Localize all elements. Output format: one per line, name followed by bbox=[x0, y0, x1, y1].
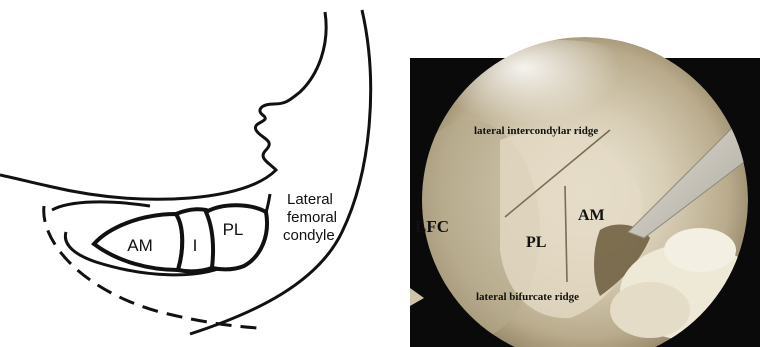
pl-bundle-label: PL bbox=[223, 220, 244, 239]
condyle-label-line3: condyle bbox=[283, 227, 335, 244]
intercondylar-ridge-label: lateral intercondylar ridge bbox=[474, 125, 598, 137]
lfc-label: LFC bbox=[415, 217, 449, 236]
schematic-drawing: AM I PL Lateral femoral condyle bbox=[0, 10, 371, 334]
condyle-label-line2: femoral bbox=[287, 209, 337, 226]
condyle-label-line1: Lateral bbox=[287, 191, 333, 208]
am-bundle-label: AM bbox=[127, 236, 153, 255]
bifurcate-ridge-label: lateral bifurcate ridge bbox=[476, 291, 579, 303]
intermediate-bundle-label: I bbox=[193, 236, 198, 255]
notch-inner-outline bbox=[0, 12, 326, 199]
pl-label: PL bbox=[526, 234, 546, 251]
notch-outer-outline bbox=[190, 10, 371, 334]
arthroscopy-image: LFC AM PL lateral intercondylar ridge la… bbox=[400, 37, 760, 347]
am-label: AM bbox=[578, 207, 605, 224]
